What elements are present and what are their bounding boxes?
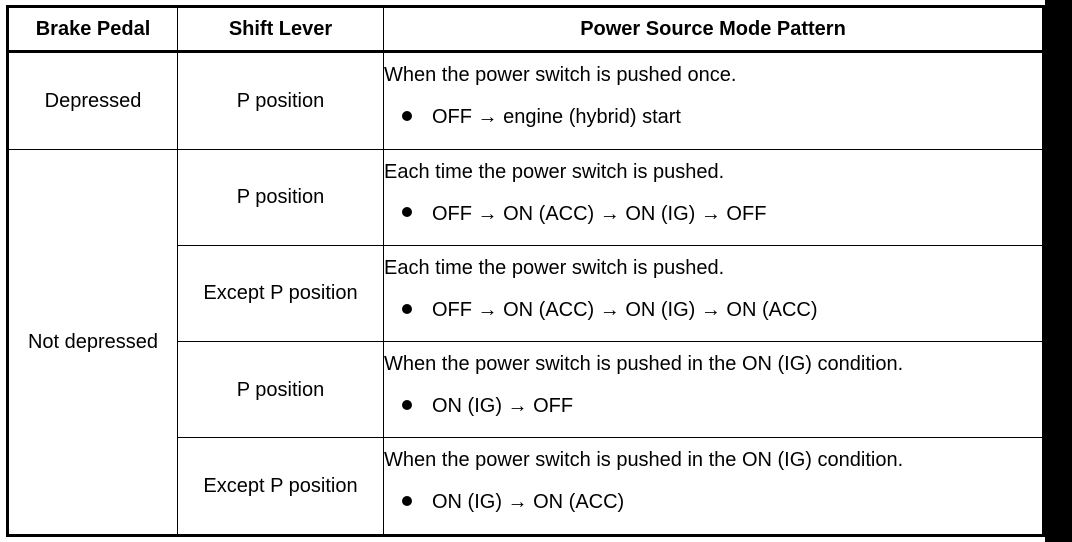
pattern-sequence: OFF → ON (ACC) → ON (IG) → OFF	[384, 202, 1042, 226]
pattern-description: When the power switch is pushed in the O…	[384, 449, 904, 472]
header-brake-pedal: Brake Pedal	[7, 6, 178, 53]
shift-lever-cell: Except P position	[177, 244, 384, 343]
pattern-cell: Each time the power switch is pushed. OF…	[383, 148, 1044, 246]
pattern-description: When the power switch is pushed in the O…	[384, 353, 904, 376]
pattern-sequence-text: OFF → ON (ACC) → ON (IG) → OFF	[432, 202, 767, 225]
brake-pedal-cell: Not depressed	[7, 148, 178, 537]
table-row: Not depressed P position Each time the p…	[7, 148, 1044, 537]
pattern-sequence-text: OFF → engine (hybrid) start	[432, 106, 681, 128]
pattern-sequence: ON (IG) → OFF	[384, 394, 1042, 418]
pattern-cell: Each time the power switch is pushed. OF…	[383, 244, 1044, 343]
pattern-description: Each time the power switch is pushed.	[384, 256, 725, 279]
pattern-sequence-text: OFF → ON (ACC) → ON (IG) → ON (ACC)	[432, 298, 818, 321]
header-shift-lever: Shift Lever	[177, 6, 384, 53]
pattern-sequence: OFF → ON (ACC) → ON (IG) → ON (ACC)	[384, 298, 1042, 322]
pattern-description: When the power switch is pushed once.	[384, 64, 737, 86]
header-power-source-mode-pattern: Power Source Mode Pattern	[383, 6, 1044, 53]
brake-pedal-cell: Depressed	[7, 51, 178, 150]
shift-lever-cell: Except P position	[177, 437, 384, 536]
bullet-icon	[402, 110, 412, 121]
bullet-icon	[402, 207, 412, 218]
power-source-mode-table: Brake Pedal Shift Lever Power Source Mod…	[6, 5, 1045, 537]
pattern-cell: When the power switch is pushed in the O…	[383, 341, 1044, 439]
table-row: P position When the power switch is push…	[8, 341, 1044, 439]
shift-lever-cell: P position	[177, 51, 384, 150]
bullet-icon	[402, 399, 412, 410]
pattern-description: Each time the power switch is pushed.	[384, 160, 725, 183]
shift-lever-cell: P position	[177, 341, 384, 439]
bullet-icon	[402, 496, 412, 507]
pattern-sequence-text: ON (IG) → ON (ACC)	[432, 491, 625, 514]
header-row: Brake Pedal Shift Lever Power Source Mod…	[7, 6, 1044, 53]
table-row: Except P position When the power switch …	[8, 437, 1044, 536]
table-row: Depressed P position When the power swit…	[7, 51, 1044, 150]
pattern-sequence: OFF → engine (hybrid) start	[384, 105, 1042, 129]
pattern-cell: When the power switch is pushed in the O…	[383, 437, 1044, 536]
pattern-cell: When the power switch is pushed once. OF…	[383, 51, 1044, 150]
table-row: Except P position Each time the power sw…	[8, 244, 1044, 343]
shift-lever-cell: P position	[177, 148, 384, 246]
bullet-icon	[402, 303, 412, 314]
pattern-sequence-text: ON (IG) → OFF	[432, 395, 574, 418]
right-edge-bar	[1045, 0, 1072, 542]
pattern-sequence: ON (IG) → ON (ACC)	[384, 490, 1042, 514]
